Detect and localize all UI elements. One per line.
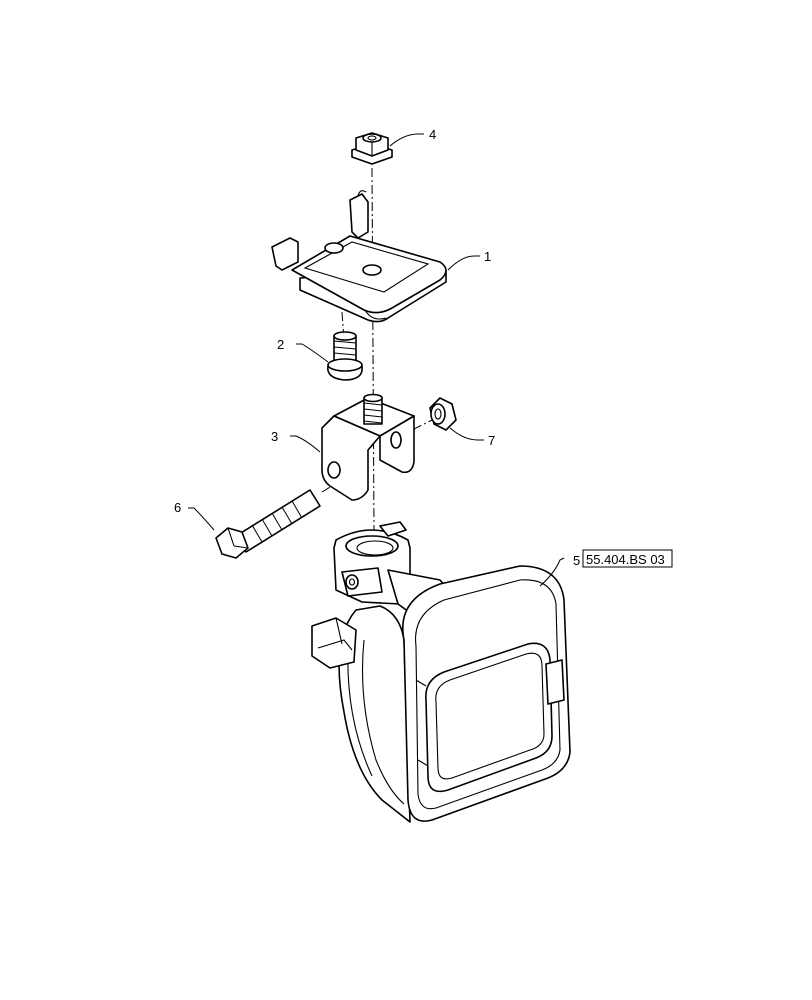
callout-6-label: 6 [174, 500, 181, 515]
part-2-bolt [327, 331, 363, 381]
callout-1-label: 1 [484, 249, 491, 264]
callout-2-label: 2 [277, 337, 284, 352]
callout-6: 6 [174, 500, 215, 531]
reference-box[interactable] [582, 549, 673, 568]
callout-7-label: 7 [488, 433, 495, 448]
part-7-hex-nut [429, 397, 457, 431]
part-4-flange-nut [351, 132, 393, 165]
callout-7: 7 [449, 427, 495, 448]
part-6-hex-bolt [215, 489, 321, 559]
callout-2: 2 [277, 337, 329, 363]
part-5-work-lamp [311, 521, 571, 823]
callout-1: 1 [447, 249, 491, 271]
callout-5: 5 55.404.BS 03 [539, 549, 673, 587]
callout-5-label: 5 [573, 553, 580, 568]
callout-4-label: 4 [429, 127, 436, 142]
callout-4: 4 [389, 127, 436, 147]
callout-3-label: 3 [271, 429, 278, 444]
callout-3: 3 [271, 429, 321, 453]
callout-5-reference[interactable]: 55.404.BS 03 [586, 552, 665, 567]
part-1-mounting-plate [271, 190, 447, 323]
part-3-bracket [321, 393, 415, 501]
